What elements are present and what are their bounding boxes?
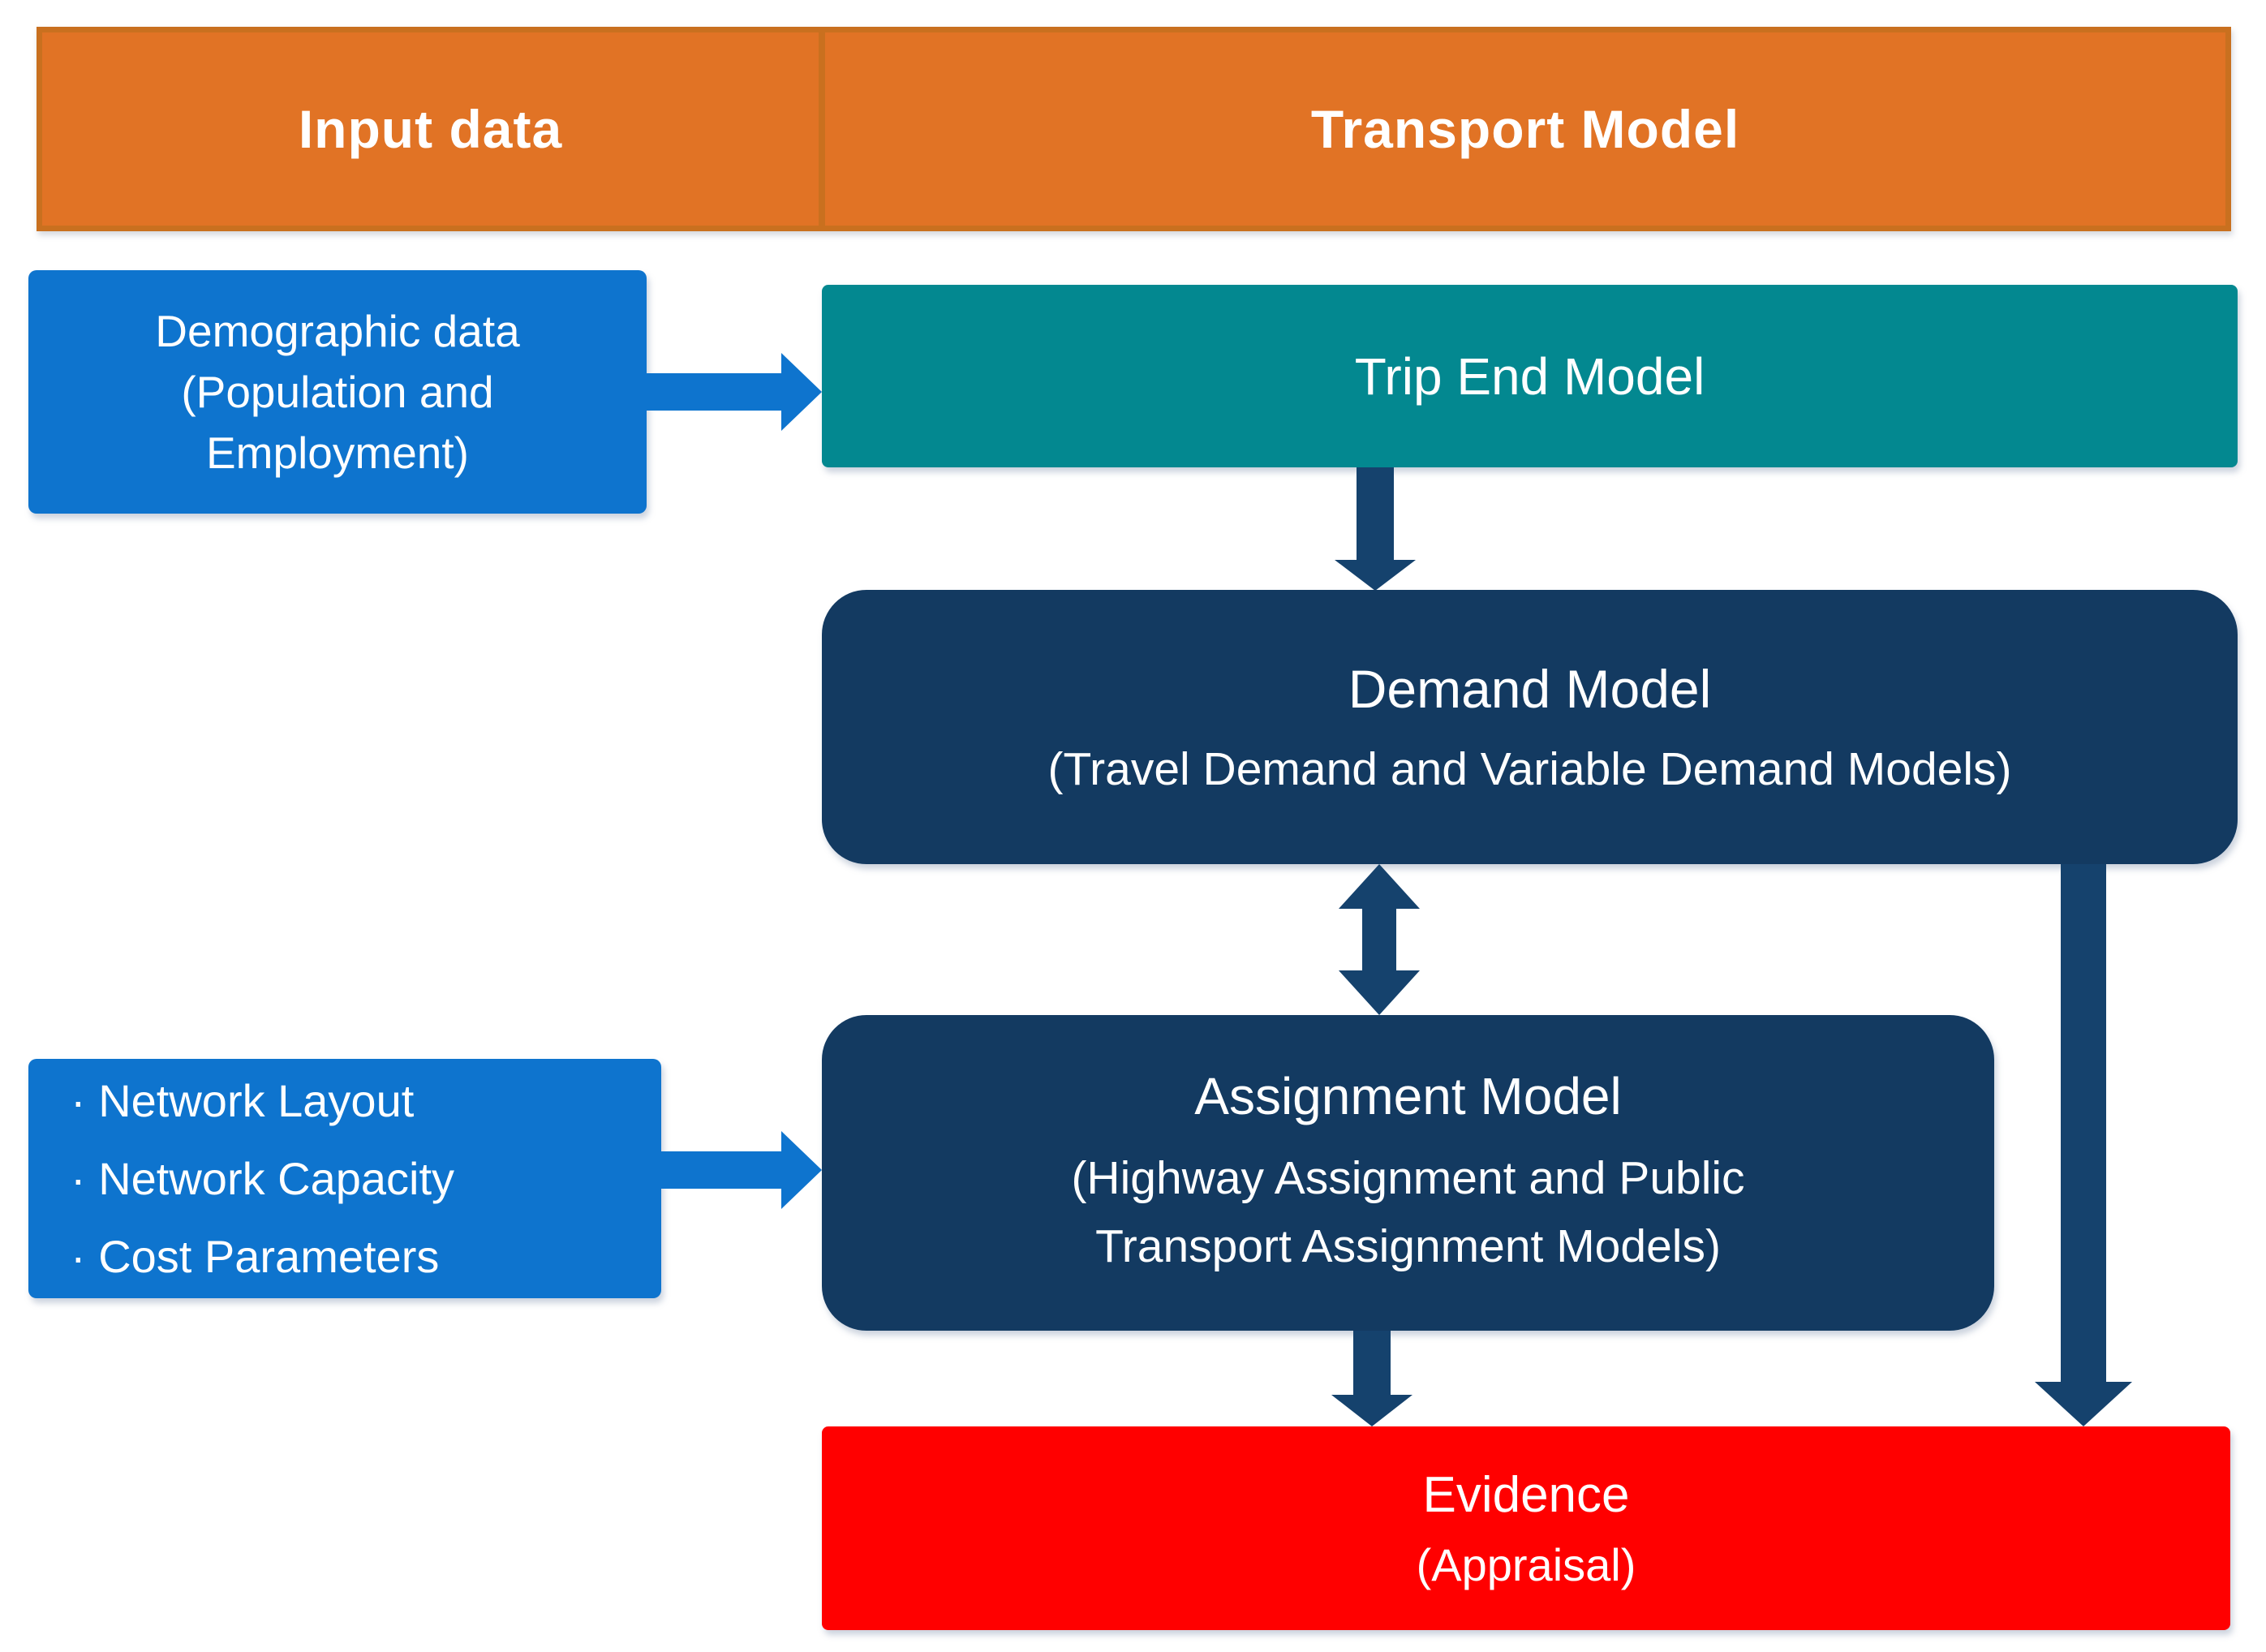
arrow-shaft xyxy=(1362,907,1396,972)
arrow-assignment-to-evidence xyxy=(1331,1331,1412,1426)
network-input-item-1: · Network Layout xyxy=(71,1074,415,1126)
diagram-header-row: Input data Transport Model xyxy=(37,27,2231,231)
header-cell-input-data: Input data xyxy=(42,32,819,226)
arrow-head-right-icon xyxy=(781,353,822,431)
demographic-data-box: Demographic data (Population and Employm… xyxy=(28,270,647,514)
arrow-head-down-icon xyxy=(1339,970,1420,1015)
arrow-head-down-icon xyxy=(2035,1382,2132,1426)
demand-model-box: Demand Model (Travel Demand and Variable… xyxy=(822,590,2238,864)
evidence-title: Evidence xyxy=(1422,1466,1630,1523)
trip-end-model-label: Trip End Model xyxy=(1354,346,1705,406)
arrow-head-up-icon xyxy=(1339,864,1420,909)
arrow-head-down-icon xyxy=(1335,560,1416,591)
transport-model-label: Transport Model xyxy=(1310,99,1740,159)
demographic-line-1: Demographic data xyxy=(155,305,520,356)
demographic-line-3: Employment) xyxy=(206,427,469,478)
assignment-model-subtitle-line-2: Transport Assignment Models) xyxy=(1095,1220,1721,1272)
arrow-shaft xyxy=(2061,864,2106,1383)
arrow-network-to-assignment xyxy=(659,1131,822,1209)
arrow-shaft xyxy=(1357,467,1394,561)
input-data-label: Input data xyxy=(298,99,563,159)
arrow-shaft xyxy=(1353,1331,1391,1396)
network-input-item-3: · Cost Parameters xyxy=(71,1230,440,1282)
network-inputs-box: · Network Layout · Network Capacity · Co… xyxy=(28,1059,661,1298)
arrow-demand-to-evidence xyxy=(2035,864,2132,1426)
arrow-head-right-icon xyxy=(781,1131,822,1209)
network-input-item-2: · Network Capacity xyxy=(71,1152,455,1204)
demographic-line-2: (Population and xyxy=(181,366,494,417)
assignment-model-title: Assignment Model xyxy=(1194,1066,1622,1125)
demand-model-subtitle: (Travel Demand and Variable Demand Model… xyxy=(1047,743,2012,795)
arrow-shaft xyxy=(659,1151,783,1189)
assignment-model-box: Assignment Model (Highway Assignment and… xyxy=(822,1015,1994,1331)
arrow-head-down-icon xyxy=(1331,1395,1412,1426)
arrow-demand-assignment-bidirectional xyxy=(1339,864,1420,1015)
arrow-shaft xyxy=(647,373,783,411)
evidence-subtitle: (Appraisal) xyxy=(1416,1538,1636,1590)
assignment-model-subtitle-line-1: (Highway Assignment and Public xyxy=(1071,1151,1745,1204)
evidence-box: Evidence (Appraisal) xyxy=(822,1426,2230,1630)
arrow-demographic-to-trip-end xyxy=(647,353,822,431)
header-cell-transport-model: Transport Model xyxy=(819,32,2225,226)
arrow-trip-end-to-demand xyxy=(1335,467,1416,591)
demand-model-title: Demand Model xyxy=(1348,659,1712,719)
trip-end-model-box: Trip End Model xyxy=(822,285,2238,467)
